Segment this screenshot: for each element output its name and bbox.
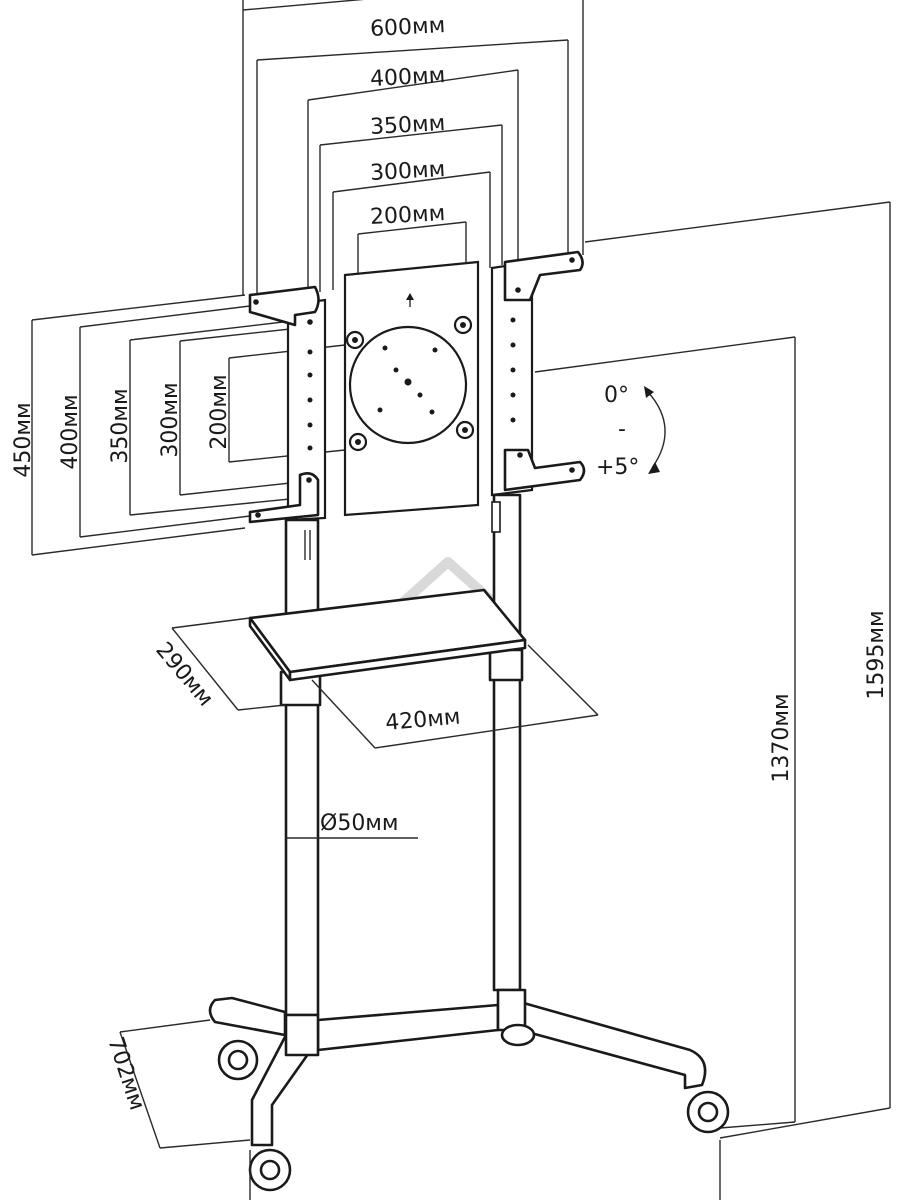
base: 702мм: [102, 988, 730, 1200]
poles: [279, 493, 524, 1017]
dim-v-400: 400мм: [58, 394, 83, 469]
tilt-bottom-label: +5°: [596, 455, 639, 480]
dim-base-depth: 702мм: [102, 1034, 149, 1113]
dim-v-450: 450мм: [11, 402, 36, 477]
tilt-dash-label: -: [618, 417, 626, 442]
tilt-top-label: 0°: [604, 383, 629, 408]
dim-shelf-width: 420мм: [384, 705, 461, 736]
mounting-plate: [248, 250, 586, 524]
shelf: 290мм 420мм: [150, 588, 599, 749]
tilt-indicator: 0° - +5°: [596, 383, 666, 480]
dim-400: 400мм: [369, 63, 445, 92]
dim-v-200: 200мм: [207, 374, 232, 449]
dim-350: 350мм: [369, 111, 445, 140]
vesa-horizontal-dimensions: 600мм 400мм 350мм 300мм 200мм: [242, 0, 584, 300]
dim-height-1370: 1370мм: [769, 693, 794, 782]
tilt-arrow-top-icon: [644, 386, 654, 398]
pole-diameter-dimension: Ø50мм: [286, 811, 418, 839]
dim-v-350: 350мм: [108, 388, 133, 463]
dim-height-1595: 1595мм: [864, 610, 889, 699]
dim-pole-diameter: Ø50мм: [320, 811, 399, 836]
dim-200: 200мм: [369, 201, 445, 230]
dim-300: 300мм: [369, 157, 445, 186]
dim-shelf-depth: 290мм: [150, 638, 217, 712]
tilt-arrow-bottom-icon: [648, 462, 660, 474]
dim-v-300: 300мм: [158, 382, 183, 457]
height-dimensions: 1370мм 1595мм: [534, 201, 891, 1139]
dim-600: 600мм: [369, 13, 445, 42]
